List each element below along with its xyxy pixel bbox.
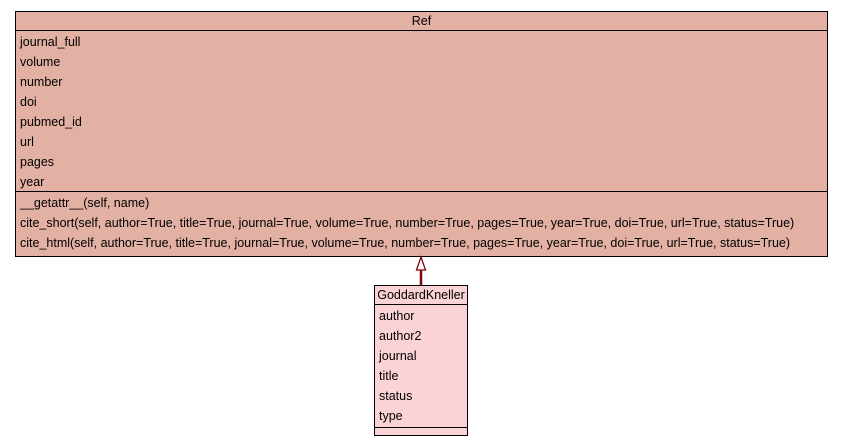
attributes-compartment: journal_full volume number doi pubmed_id… bbox=[16, 31, 827, 192]
attribute: journal bbox=[379, 349, 417, 363]
class-box-goddardkneller[interactable]: GoddardKneller author author2 journal ti… bbox=[374, 285, 468, 436]
attribute: status bbox=[379, 389, 413, 403]
attribute: title bbox=[379, 369, 399, 383]
attribute: pages bbox=[20, 155, 55, 169]
operation: cite_html(self, author=True, title=True,… bbox=[20, 236, 791, 250]
class-name: GoddardKneller bbox=[375, 286, 467, 305]
attribute: number bbox=[20, 75, 63, 89]
class-box-ref[interactable]: Ref journal_full volume number doi pubme… bbox=[15, 11, 828, 257]
attribute: author bbox=[379, 309, 415, 323]
operations-compartment: __getattr__(self, name) cite_short(self,… bbox=[16, 192, 827, 255]
generalization-arrowhead bbox=[415, 255, 427, 271]
attribute: url bbox=[20, 135, 34, 149]
attribute: year bbox=[20, 175, 45, 189]
class-name: Ref bbox=[16, 12, 827, 31]
operations-compartment bbox=[375, 428, 467, 436]
operation: cite_short(self, author=True, title=True… bbox=[20, 216, 795, 230]
attributes-compartment: author author2 journal title status type bbox=[375, 305, 467, 428]
operation: __getattr__(self, name) bbox=[20, 196, 150, 210]
attribute: type bbox=[379, 409, 403, 423]
attribute: author2 bbox=[379, 329, 422, 343]
attribute: doi bbox=[20, 95, 37, 109]
attribute: volume bbox=[20, 55, 61, 69]
attribute: pubmed_id bbox=[20, 115, 82, 129]
attribute: journal_full bbox=[20, 35, 81, 49]
